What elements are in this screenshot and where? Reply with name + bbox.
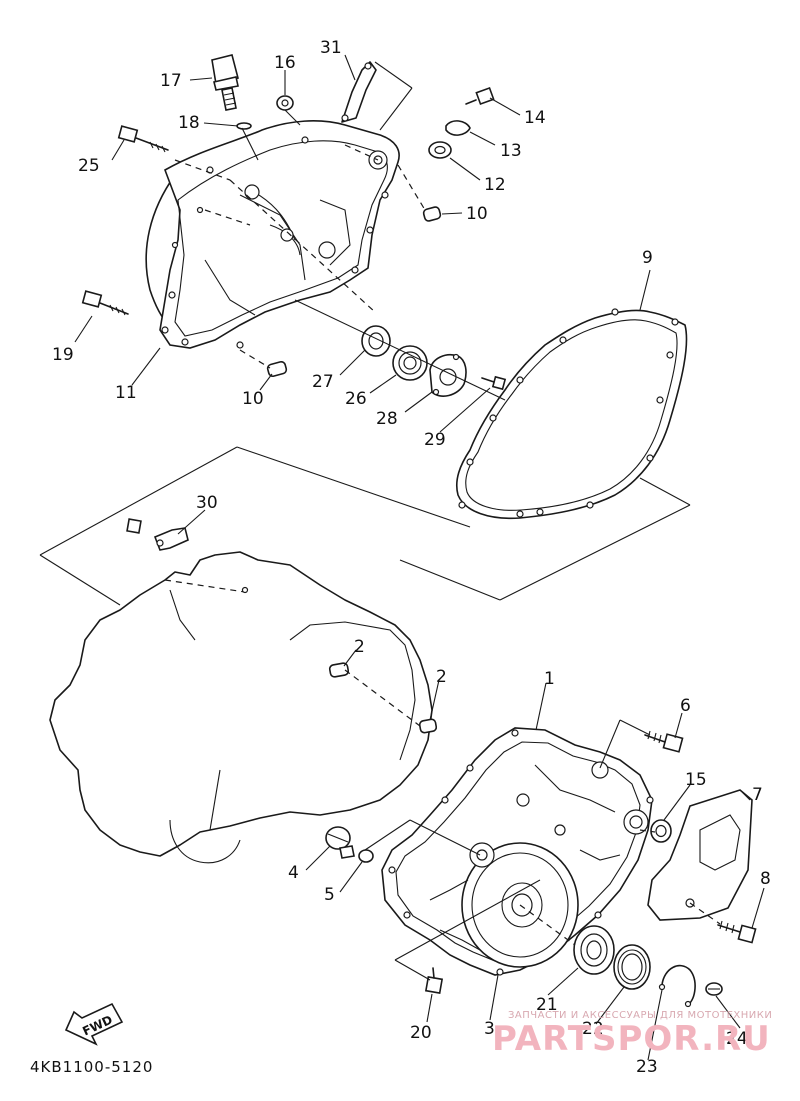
callout-4: 4 <box>288 863 299 883</box>
callout-numbers: 17 16 31 14 18 13 25 12 10 9 19 11 27 26… <box>52 38 771 1077</box>
leader-lines <box>74 54 765 1061</box>
crankcase-cover-gasket[interactable] <box>455 309 688 520</box>
callout-2-right: 2 <box>436 667 447 687</box>
callout-22: 22 <box>582 1019 604 1039</box>
screw-24[interactable] <box>705 982 723 996</box>
bracket-bolt-30[interactable] <box>126 518 189 551</box>
bearing-21[interactable] <box>573 925 615 975</box>
watermark-brand: PARTSPOR.RU <box>492 1019 771 1059</box>
left-crankcase-cover[interactable] <box>145 120 400 349</box>
callout-21: 21 <box>536 995 558 1015</box>
oil-seal-15[interactable] <box>650 819 672 843</box>
fwd-arrow-icon: FWD <box>64 1002 124 1046</box>
bolt-19[interactable] <box>81 290 129 316</box>
callout-31: 31 <box>320 38 342 58</box>
bolt-25[interactable] <box>117 125 169 153</box>
watermark: ЗАПЧАСТИ И АКСЕССУАРЫ ДЛЯ МОТОТЕХНИКИ PA… <box>492 1010 772 1059</box>
callout-7: 7 <box>752 785 763 805</box>
screw-29[interactable] <box>481 375 507 391</box>
callout-6: 6 <box>680 696 691 716</box>
callout-25: 25 <box>78 156 100 176</box>
reference-lines-top <box>174 61 506 401</box>
plug-4[interactable] <box>325 826 355 859</box>
hose-guide-bracket[interactable] <box>341 61 377 123</box>
o-ring-5[interactable] <box>358 849 374 863</box>
callout-16: 16 <box>274 53 296 73</box>
bolt-8[interactable] <box>717 920 757 944</box>
callout-8: 8 <box>760 869 771 889</box>
callout-20: 20 <box>410 1023 432 1043</box>
callout-27: 27 <box>312 372 334 392</box>
callout-19: 19 <box>52 345 74 365</box>
bolt-6[interactable] <box>644 730 684 753</box>
cover-plate-7[interactable] <box>647 789 753 921</box>
dowel-pin-2-left[interactable] <box>328 662 350 678</box>
callout-10-lower: 10 <box>242 389 264 409</box>
circlip-23[interactable] <box>661 964 696 1006</box>
oil-seal-22[interactable] <box>613 944 651 990</box>
o-ring[interactable] <box>236 122 252 130</box>
callout-23: 23 <box>636 1057 658 1077</box>
oil-seal-27[interactable] <box>361 325 391 357</box>
dowel-pin-lower[interactable] <box>266 360 288 378</box>
callout-1: 1 <box>544 669 555 689</box>
oil-filler-plug[interactable] <box>211 54 239 111</box>
dowel-pin-upper[interactable] <box>422 206 442 222</box>
callout-10-upper: 10 <box>466 204 488 224</box>
callout-13: 13 <box>500 141 522 161</box>
assembly-reference-frame <box>39 446 691 606</box>
callout-15: 15 <box>685 770 707 790</box>
callout-26: 26 <box>345 389 367 409</box>
oil-seal-12[interactable] <box>428 141 452 159</box>
dowel-pin-2-right[interactable] <box>418 718 438 734</box>
diagram-code: 4KB1100-5120 <box>30 1058 153 1076</box>
callout-9: 9 <box>642 248 653 268</box>
callout-5: 5 <box>324 885 335 905</box>
callout-24: 24 <box>726 1029 748 1049</box>
grommet[interactable] <box>276 95 294 111</box>
gasket-bolt-holes <box>458 308 679 518</box>
engine-crankcase-phantom <box>49 551 433 864</box>
callout-17: 17 <box>160 71 182 91</box>
callout-2-left: 2 <box>354 637 365 657</box>
reference-lines-bottom <box>344 669 721 981</box>
callout-14: 14 <box>524 108 546 128</box>
callout-11: 11 <box>115 383 137 403</box>
bearing-26[interactable] <box>392 345 428 381</box>
callout-12: 12 <box>484 175 506 195</box>
bolt-14[interactable] <box>465 86 495 106</box>
bolt-20[interactable] <box>424 967 444 995</box>
callout-18: 18 <box>178 113 200 133</box>
clamp[interactable] <box>445 120 471 136</box>
watermark-tagline: ЗАПЧАСТИ И АКСЕССУАРЫ ДЛЯ МОТОТЕХНИКИ <box>508 1010 772 1021</box>
callout-28: 28 <box>376 409 398 429</box>
callout-30: 30 <box>196 493 218 513</box>
callout-29: 29 <box>424 430 446 450</box>
callout-3: 3 <box>484 1019 495 1039</box>
bearing-retainer-plate[interactable] <box>429 353 467 397</box>
right-crankcase-cover[interactable] <box>381 727 654 976</box>
